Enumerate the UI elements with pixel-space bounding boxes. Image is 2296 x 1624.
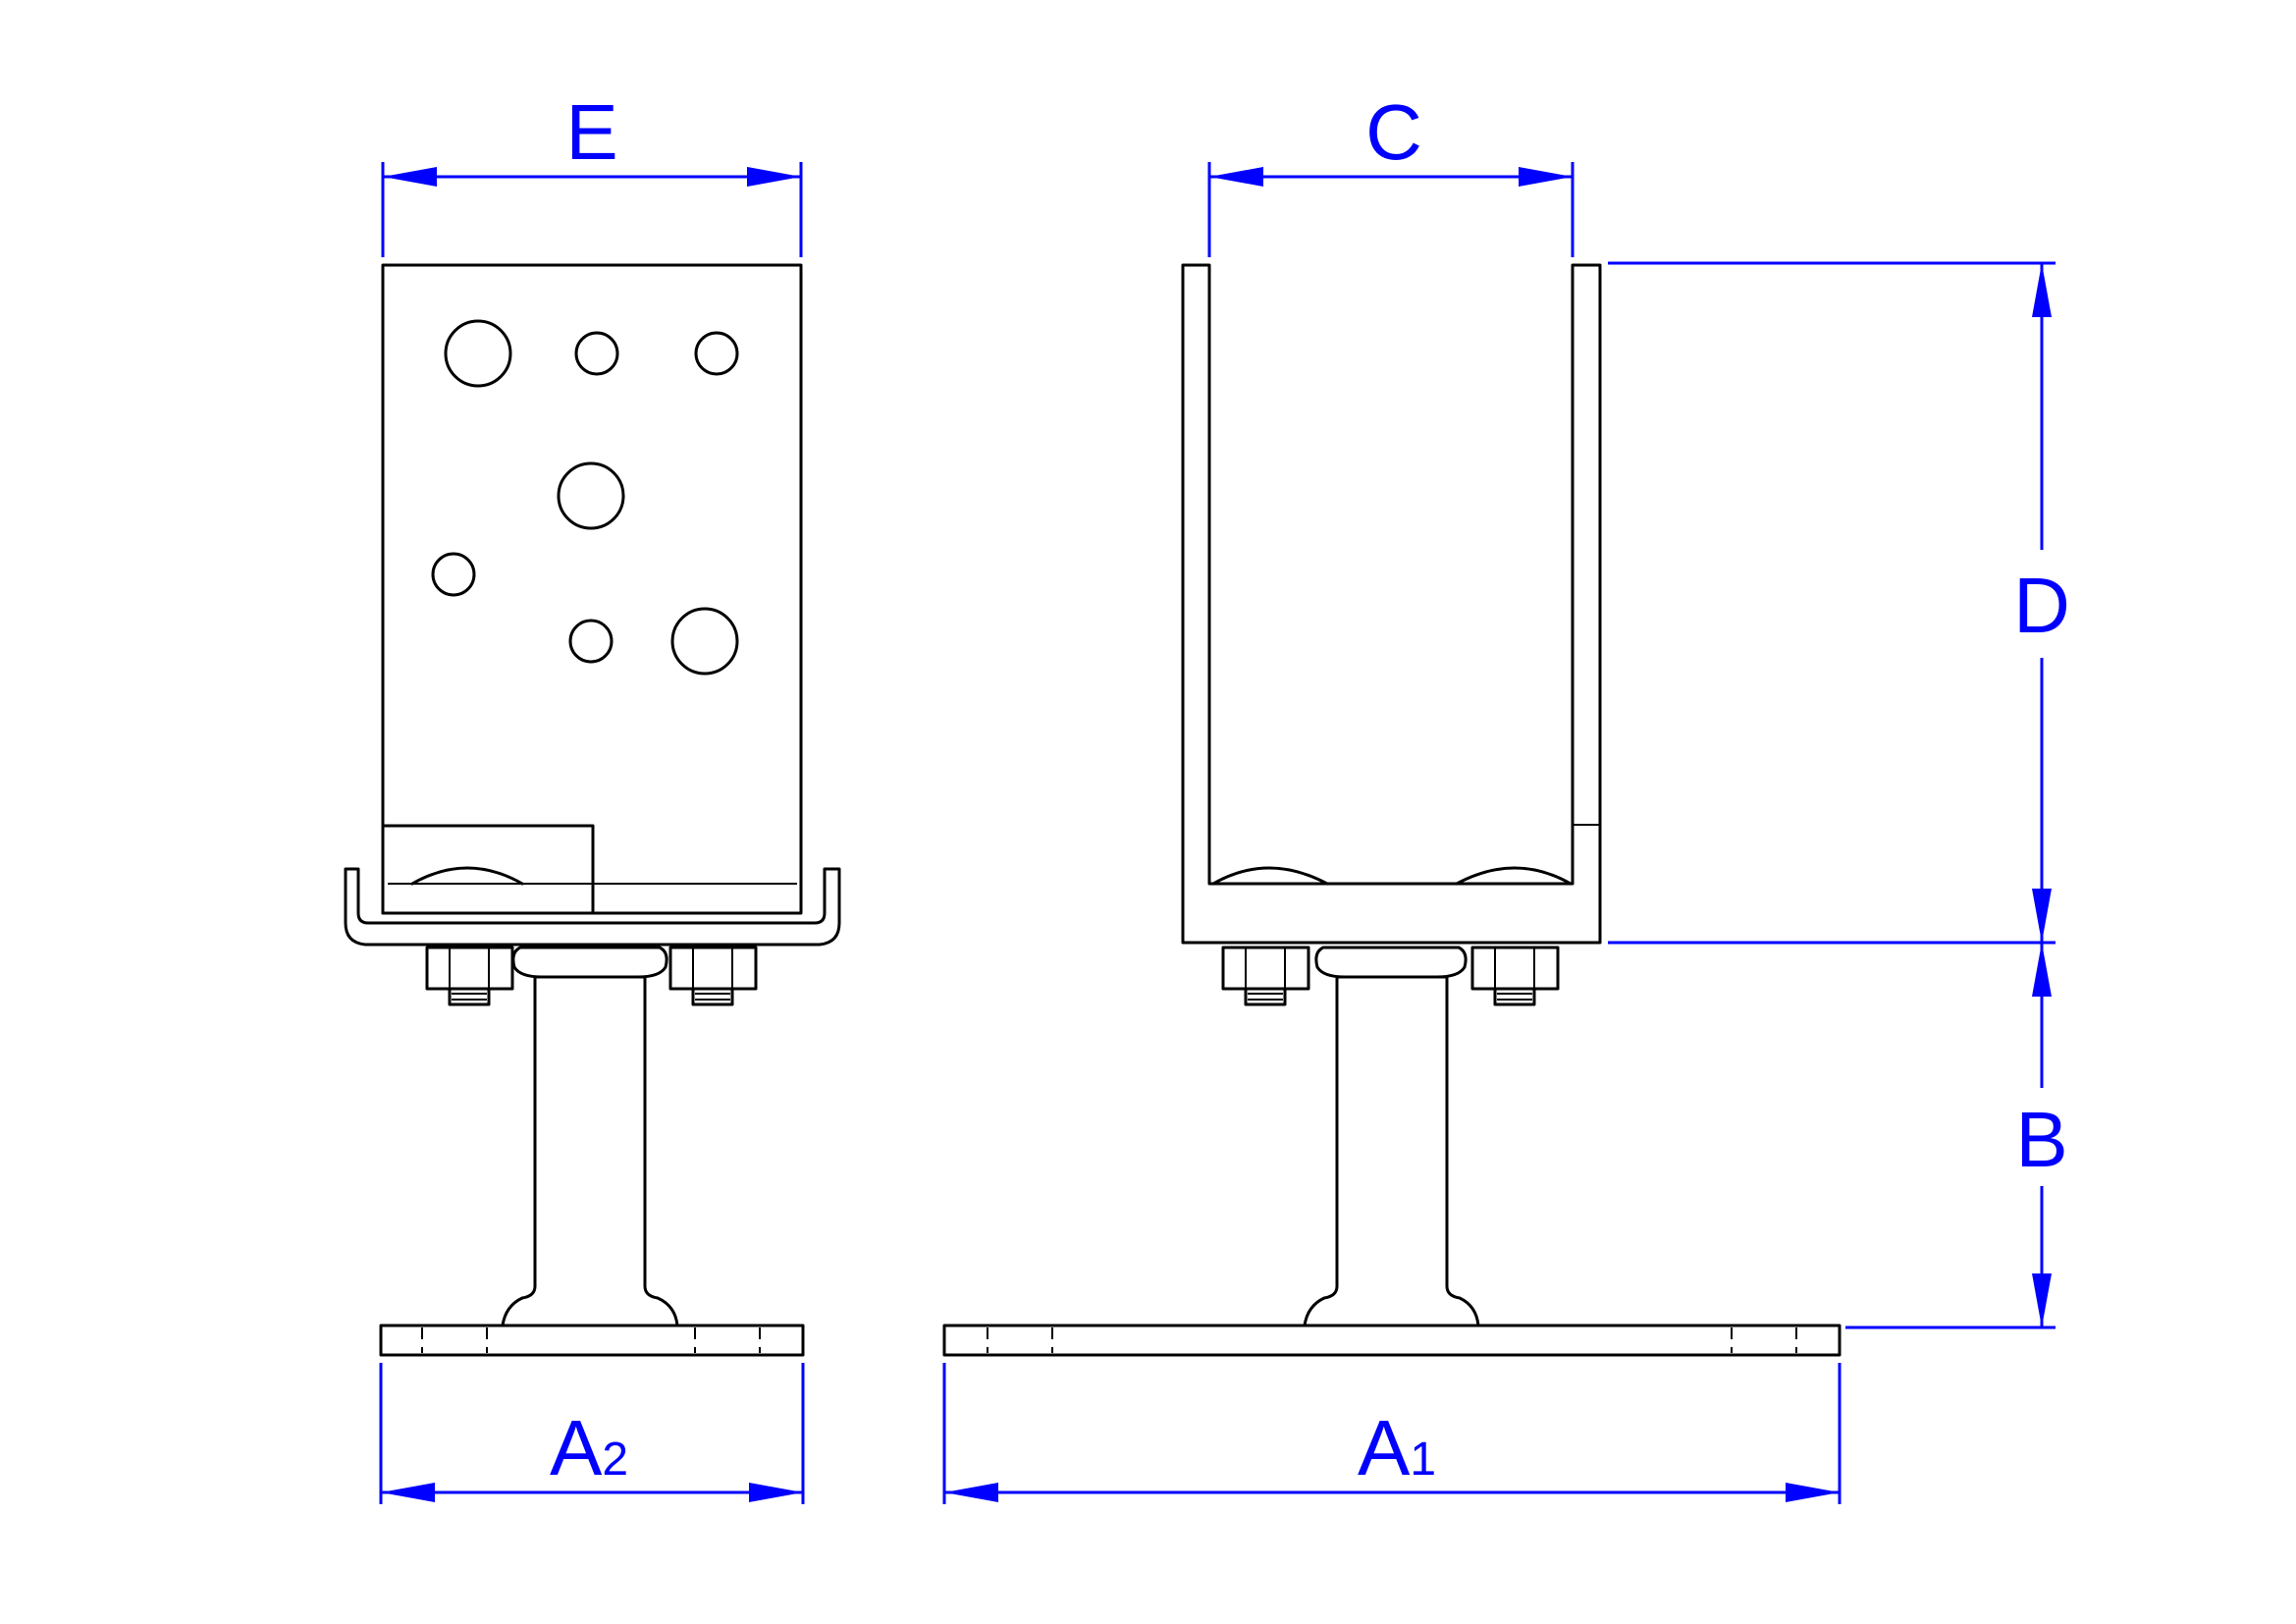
hole [557, 461, 625, 530]
front-dome-right [1455, 866, 1573, 886]
dimension-label-a1: A1 [1358, 1404, 1436, 1491]
dimension-a1: A1 [942, 1363, 1842, 1504]
hole [670, 607, 739, 676]
side-nut-left [425, 946, 514, 1006]
hole [574, 331, 619, 376]
side-nut-right [668, 946, 758, 1006]
hole [568, 619, 614, 664]
dimension-label-a2: A2 [550, 1404, 628, 1491]
hole [431, 552, 476, 597]
front-u-bracket [1181, 263, 1602, 945]
side-base-plate [379, 1324, 805, 1357]
front-nut-right [1470, 946, 1560, 1006]
front-dome-left [1211, 866, 1329, 886]
side-u-saddle [344, 867, 841, 947]
side-plate-holes [431, 319, 739, 676]
side-pivot-cap [511, 946, 668, 979]
front-nut-left [1221, 946, 1310, 1006]
side-post [501, 975, 679, 1327]
dimension-label-e: E [565, 88, 617, 176]
dimension-label-c: C [1365, 88, 1422, 176]
front-pivot-cap [1314, 946, 1468, 979]
front-base-plate [942, 1324, 1842, 1357]
dimensions: E C D B [379, 88, 2070, 1504]
hole [694, 331, 739, 376]
dimension-a2: A2 [379, 1363, 805, 1504]
dimension-c: C [1207, 88, 1575, 257]
front-view [942, 263, 1842, 1357]
dimension-b: B [1845, 943, 2068, 1329]
hole [444, 319, 512, 388]
side-dome [410, 866, 524, 886]
front-post [1303, 975, 1480, 1327]
dimension-e: E [381, 88, 803, 257]
dimension-label-d: D [2013, 562, 2070, 649]
dimension-d: D [1608, 261, 2070, 945]
dimension-label-b: B [2015, 1096, 2067, 1183]
side-view [344, 263, 841, 1357]
